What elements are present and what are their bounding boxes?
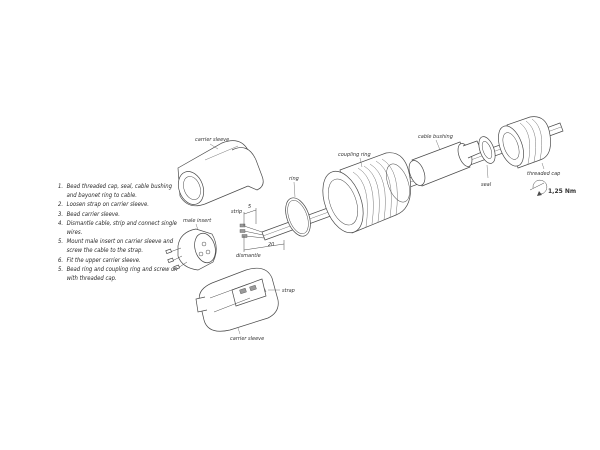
- threaded-cap: [498, 116, 551, 169]
- leader-line: [195, 223, 199, 231]
- label-carrier-sleeve-top: carrier sleeve: [195, 137, 229, 143]
- leader-line: [359, 157, 363, 168]
- instruction-item: 6.Fit the upper carrier sleeve.: [58, 256, 178, 265]
- instruction-text: Bead threaded cap, seal, cable bushing a…: [66, 183, 173, 200]
- label-ring: ring: [289, 176, 299, 182]
- instruction-text: Dismantle cable, strip and connect singl…: [66, 219, 177, 237]
- single-wires: [239, 223, 265, 239]
- instruction-number: 6.: [58, 256, 64, 264]
- instruction-number: 5.: [58, 265, 64, 273]
- torque-rotation-icon: [529, 179, 548, 196]
- instruction-item: 5.Bead ring and coupling ring and screw …: [58, 265, 178, 283]
- leader-line: [293, 181, 296, 198]
- seal: [478, 136, 496, 164]
- coupling-ring: [322, 152, 412, 234]
- torque-value: 1,25 Nm: [548, 188, 576, 195]
- instruction-text: Fit the upper carrier sleeve.: [66, 256, 141, 264]
- instruction-text: Mount male insert on carrier sleeve and …: [66, 238, 174, 255]
- instruction-item: 4.Dismantle cable, strip and connect sin…: [58, 219, 178, 237]
- assembly-instructions: 1.Bead threaded cap, seal, cable bushing…: [58, 182, 178, 283]
- instruction-text: Loosen strap on carrier sleeve.: [66, 201, 149, 209]
- strip-label: strip: [231, 209, 242, 215]
- leader-line: [435, 139, 441, 151]
- instruction-item: 2.Loosen strap on carrier sleeve.: [58, 200, 178, 209]
- instruction-text: Bead ring and coupling ring and screw on…: [66, 265, 178, 283]
- label-carrier-sleeve-bottom: carrier sleeve: [230, 336, 264, 342]
- dismantle-label: dismantle: [236, 253, 261, 259]
- strip-value: 5: [248, 204, 251, 210]
- instruction-number: 3.: [58, 210, 64, 218]
- instruction-number: 1.: [58, 183, 64, 190]
- leader-line: [541, 162, 545, 170]
- label-seal: seal: [481, 182, 492, 188]
- label-coupling-ring: coupling ring: [338, 152, 371, 158]
- carrier-sleeve-top: [177, 140, 264, 207]
- leader-line: [486, 164, 489, 179]
- strip-dismantle-dimension: [243, 208, 285, 252]
- label-threaded-cap: threaded cap: [527, 171, 560, 177]
- instruction-number: 5.: [58, 238, 64, 246]
- instruction-item: 1.Bead threaded cap, seal, cable bushing…: [58, 182, 178, 200]
- male-insert: [165, 228, 217, 271]
- instruction-number: 4.: [58, 219, 64, 227]
- ring: [285, 197, 311, 237]
- dismantle-value: 20: [268, 242, 274, 248]
- label-male-insert: male insert: [183, 218, 212, 224]
- leader-line: [209, 143, 219, 150]
- instruction-item: 3.Bead carrier sleeve.: [58, 210, 178, 219]
- instruction-text: Bead carrier sleeve.: [66, 210, 120, 218]
- instruction-item: 5.Mount male insert on carrier sleeve an…: [58, 237, 178, 255]
- label-cable-bushing: cable bushing: [418, 134, 453, 140]
- instruction-number: 2.: [58, 201, 64, 209]
- leader-line: [237, 327, 241, 335]
- carrier-sleeve-bottom: [195, 267, 279, 332]
- label-strap: strap: [282, 288, 295, 294]
- cable-bushing: [408, 140, 483, 187]
